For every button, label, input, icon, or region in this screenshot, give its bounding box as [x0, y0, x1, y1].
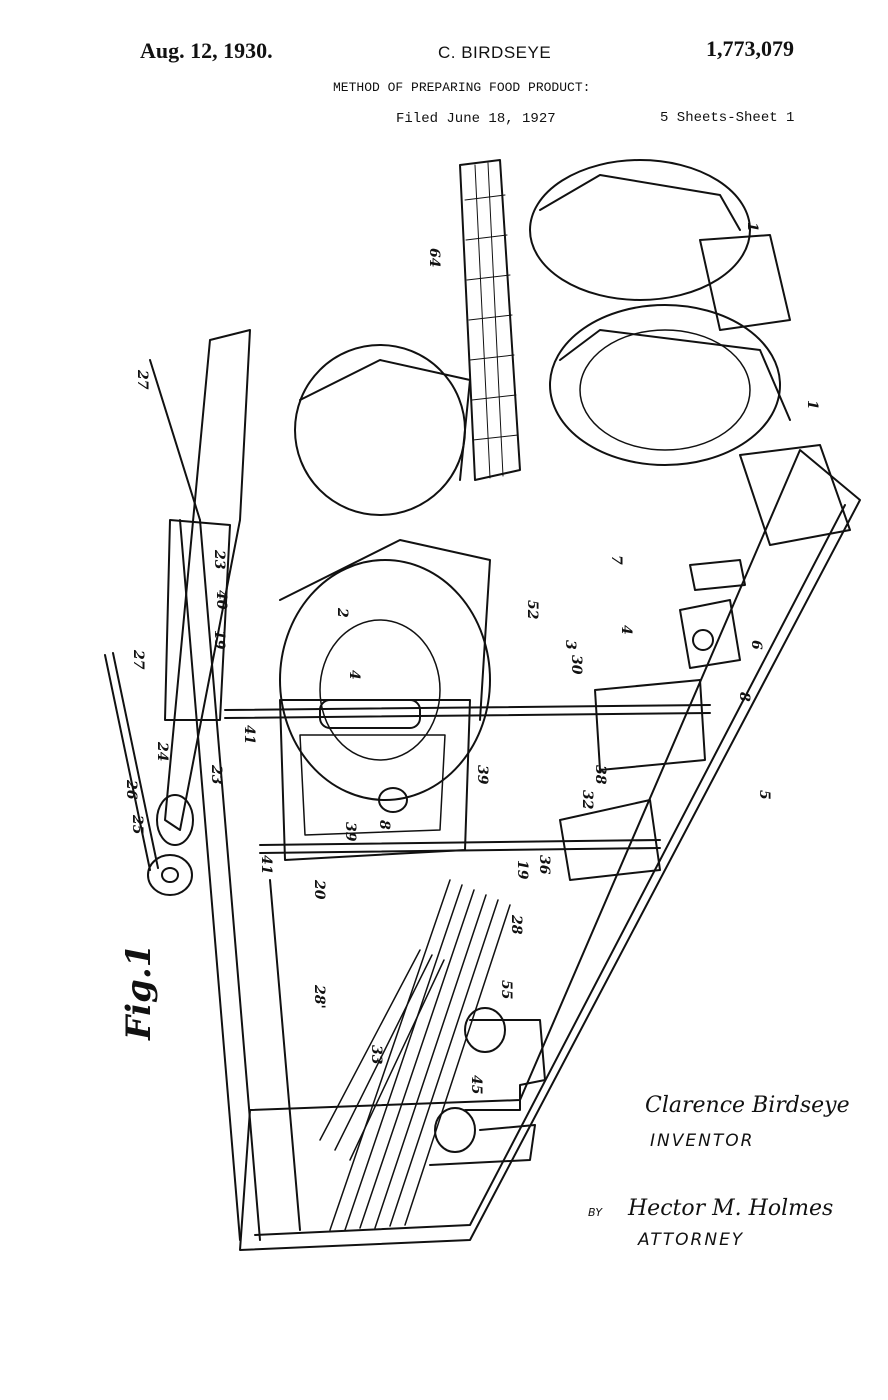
ref-numeral: 6: [748, 640, 764, 650]
ref-numeral: 40: [213, 590, 229, 610]
filing-date: Filed June 18, 1927: [396, 111, 556, 127]
ref-numeral: 8: [736, 692, 752, 702]
grid-panel-64: [459, 159, 521, 481]
ref-numeral: 3: [562, 640, 578, 650]
gear-25: [156, 794, 194, 846]
ref-numeral: 39: [474, 765, 490, 785]
drum-1-lower: [549, 304, 781, 466]
ref-numeral: 4: [618, 625, 634, 635]
ref-numeral: 23: [211, 549, 227, 570]
ref-numeral: 27: [134, 369, 150, 390]
bearing-box-lower: [739, 444, 851, 546]
inventor-label: INVENTOR: [650, 1131, 755, 1151]
attorney-label: ATTORNEY: [638, 1230, 745, 1250]
ref-numeral: 1: [744, 222, 760, 232]
lever-27-top: [149, 359, 201, 521]
ref-numeral: 4: [346, 670, 362, 680]
rail-28prime: [269, 879, 301, 1231]
upper-block: [164, 519, 231, 721]
ref-numeral: 33: [368, 1045, 384, 1065]
inventor-name: C. BIRDSEYE: [438, 43, 552, 62]
ref-numeral: 39: [342, 822, 358, 842]
ref-numeral: 55: [498, 980, 514, 999]
ref-numeral: 7: [608, 555, 624, 565]
side-rail-inner: [199, 519, 261, 1241]
ref-numeral: 38: [592, 765, 608, 785]
ref-numeral: 32: [579, 790, 595, 810]
ref-numeral: 8: [376, 820, 392, 830]
upper-frame: [164, 329, 251, 831]
ref-numeral: 24: [154, 741, 170, 761]
ref-numeral: 20: [311, 879, 327, 900]
ref-numeral: 52: [524, 600, 540, 620]
patent-date: Aug. 12, 1930.: [140, 38, 273, 63]
ref-numeral: 2: [334, 607, 350, 618]
shaft-upper: [224, 704, 711, 711]
side-rail: [179, 519, 241, 1241]
ref-numeral: 5: [756, 790, 772, 800]
ref-numeral: 64: [426, 248, 442, 267]
ref-numeral: 1: [804, 400, 820, 410]
patent-title: METHOD OF PREPARING FOOD PRODUCT:: [333, 80, 591, 95]
sheet-count: 5 Sheets-Sheet 1: [660, 110, 795, 126]
pedestal-5-lower: [559, 799, 661, 881]
figure-label: Fig.1: [119, 944, 159, 1041]
drive-unit-6: [689, 559, 746, 591]
conveyor-slats: [319, 879, 511, 1231]
ref-numeral: 19: [514, 860, 530, 880]
hand-wheel: [147, 854, 193, 896]
ref-numeral: 23: [208, 764, 224, 785]
pedestal-5-upper: [594, 679, 706, 771]
ref-numeral: 28: [508, 914, 524, 935]
drum-upper: [294, 344, 466, 516]
drum-2: [279, 559, 491, 801]
patent-number: 1,773,079: [706, 36, 794, 61]
clamp-block: [319, 699, 421, 729]
inventor-signature: Clarence Birdseye: [645, 1093, 850, 1118]
ref-numeral: 41: [258, 855, 274, 874]
ref-numeral: 45: [468, 1075, 484, 1094]
ref-numeral: 36: [536, 855, 552, 875]
ref-numeral: 25: [129, 814, 145, 834]
bearing-box-upper: [699, 234, 791, 331]
lever-27-bottom: [104, 654, 151, 871]
pipe-45: [464, 1019, 546, 1111]
ref-numeral: 41: [241, 725, 257, 744]
attorney-signature: Hector M. Holmes: [627, 1196, 833, 1221]
drum-2-body: [279, 539, 491, 721]
grid-panel-lines: [464, 162, 519, 479]
ref-numeral: 27: [130, 649, 146, 670]
reference-numerals: 1 1 2 3 4 4 5 6 7 8 8 19 19 20 23 23 24 …: [123, 222, 820, 1094]
ref-numeral: 28': [311, 984, 327, 1009]
shaft-lower: [259, 839, 661, 846]
by-label: BY: [588, 1206, 603, 1219]
base-frame-edge: [254, 504, 846, 1236]
drum-1-upper: [529, 159, 751, 301]
ref-numeral: 19: [211, 630, 227, 650]
ref-numeral: 26: [123, 779, 139, 800]
ref-numeral: 30: [568, 655, 584, 675]
